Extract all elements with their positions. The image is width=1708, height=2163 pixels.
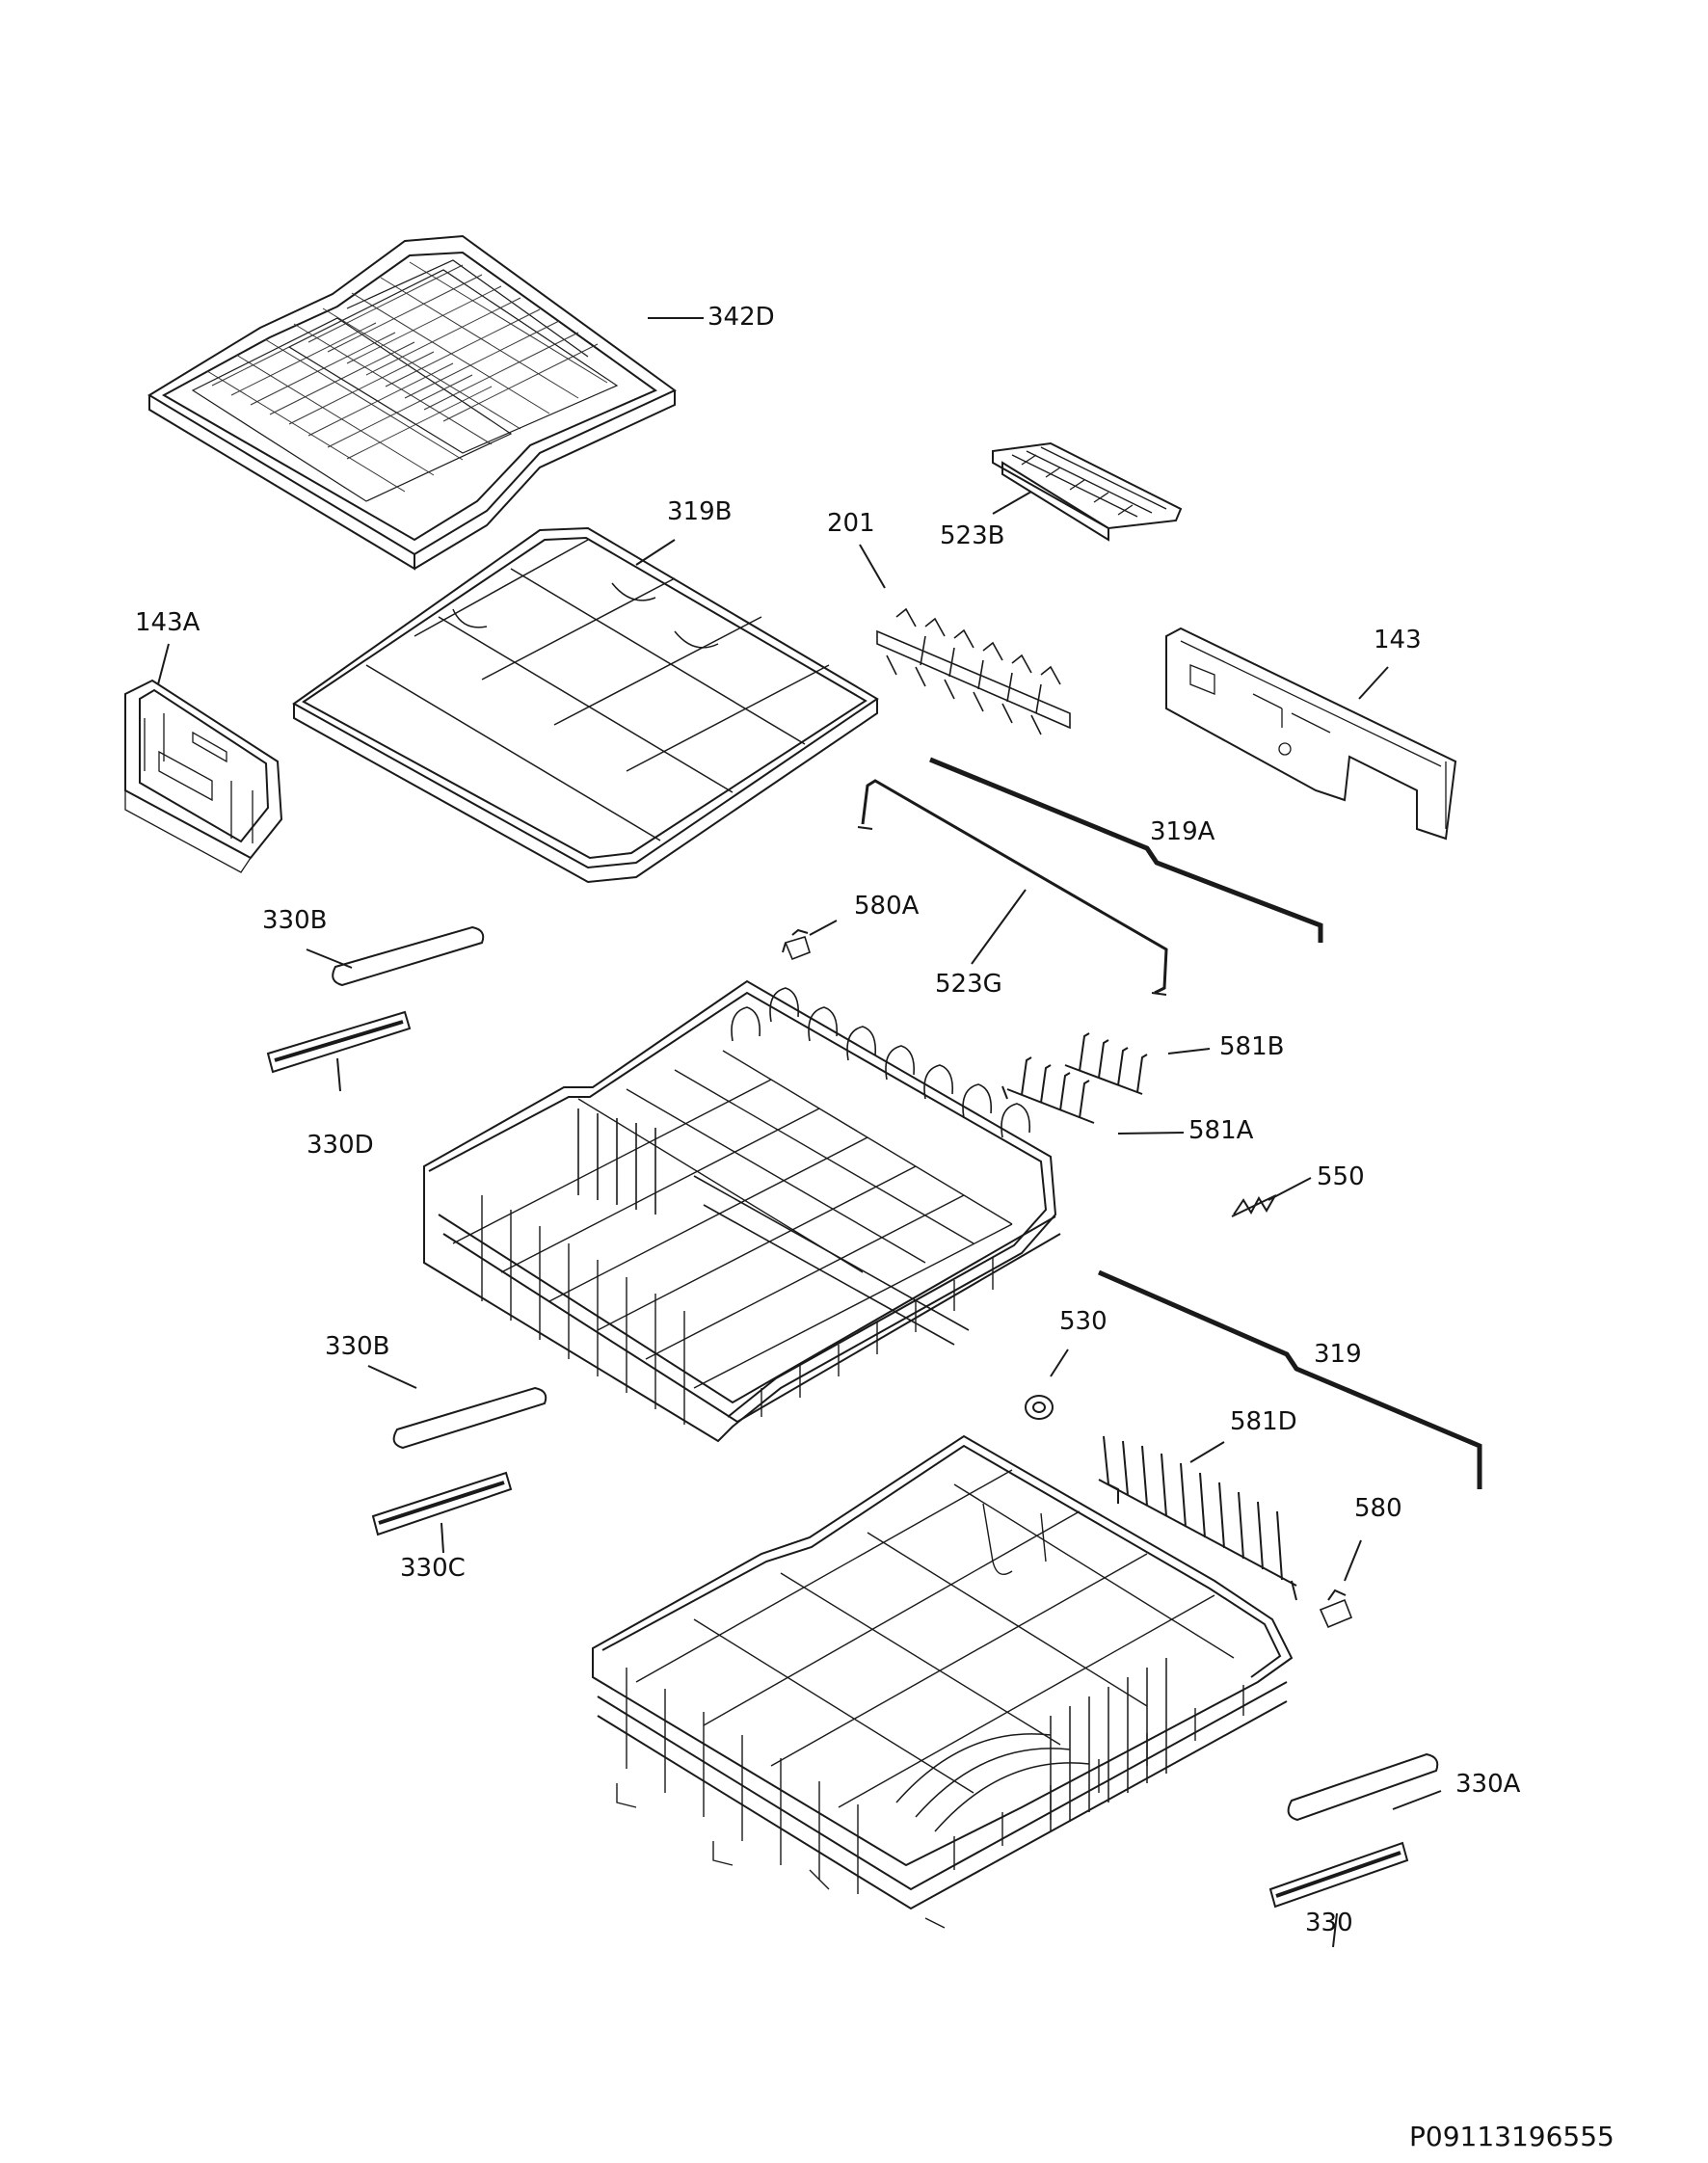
strip-330B-upper	[307, 927, 483, 985]
part-label-201: 201	[827, 509, 875, 538]
rail-bracket-143	[1166, 628, 1455, 839]
part-label-581B: 581B	[1219, 1032, 1285, 1061]
part-label-580A: 580A	[854, 892, 920, 921]
part-label-550: 550	[1317, 1162, 1365, 1191]
cup-shelf-201	[860, 545, 1070, 734]
upper-basket	[424, 981, 1060, 1441]
tine-rack-581A	[1002, 1057, 1184, 1134]
strip-330D	[268, 1012, 410, 1091]
part-label-330B-upper: 330B	[262, 906, 328, 935]
rail-319A	[930, 760, 1321, 943]
part-label-319B: 319B	[667, 497, 733, 526]
part-label-143: 143	[1374, 626, 1422, 654]
part-label-330B-lower: 330B	[325, 1332, 390, 1361]
wheel-530	[1025, 1349, 1068, 1420]
strip-330A	[1289, 1754, 1441, 1820]
part-label-523G: 523G	[935, 970, 1002, 999]
clip-580	[1321, 1540, 1361, 1627]
document-code: P09113196555	[1409, 2121, 1615, 2152]
upper-frame-319B	[294, 528, 877, 882]
part-label-330D: 330D	[307, 1131, 374, 1160]
tine-rack-581D	[1099, 1436, 1296, 1600]
cutlery-holder-523B	[993, 443, 1181, 540]
part-label-530: 530	[1059, 1307, 1108, 1336]
part-label-143A: 143A	[135, 608, 200, 637]
strip-330B-lower	[368, 1366, 546, 1448]
strip-330C	[373, 1473, 511, 1553]
lower-basket	[593, 1436, 1292, 1928]
part-label-523B: 523B	[940, 521, 1005, 550]
part-label-319: 319	[1314, 1340, 1362, 1369]
cutlery-tray-342D	[149, 236, 704, 569]
part-label-580: 580	[1354, 1494, 1402, 1523]
rail-319	[1099, 1272, 1480, 1489]
tine-rack-581B	[1065, 1033, 1210, 1094]
part-label-330: 330	[1305, 1909, 1353, 1937]
strip-330	[1270, 1843, 1407, 1947]
part-label-581A: 581A	[1188, 1116, 1254, 1145]
side-bracket-143A	[125, 644, 281, 872]
spring-550	[1232, 1178, 1311, 1216]
part-label-330A: 330A	[1455, 1770, 1521, 1799]
part-label-319A: 319A	[1150, 817, 1215, 846]
handle-523G	[858, 781, 1166, 995]
part-label-330C: 330C	[400, 1554, 466, 1583]
clip-580A	[783, 921, 837, 959]
part-label-342D: 342D	[707, 303, 775, 332]
part-label-581D: 581D	[1230, 1407, 1297, 1436]
